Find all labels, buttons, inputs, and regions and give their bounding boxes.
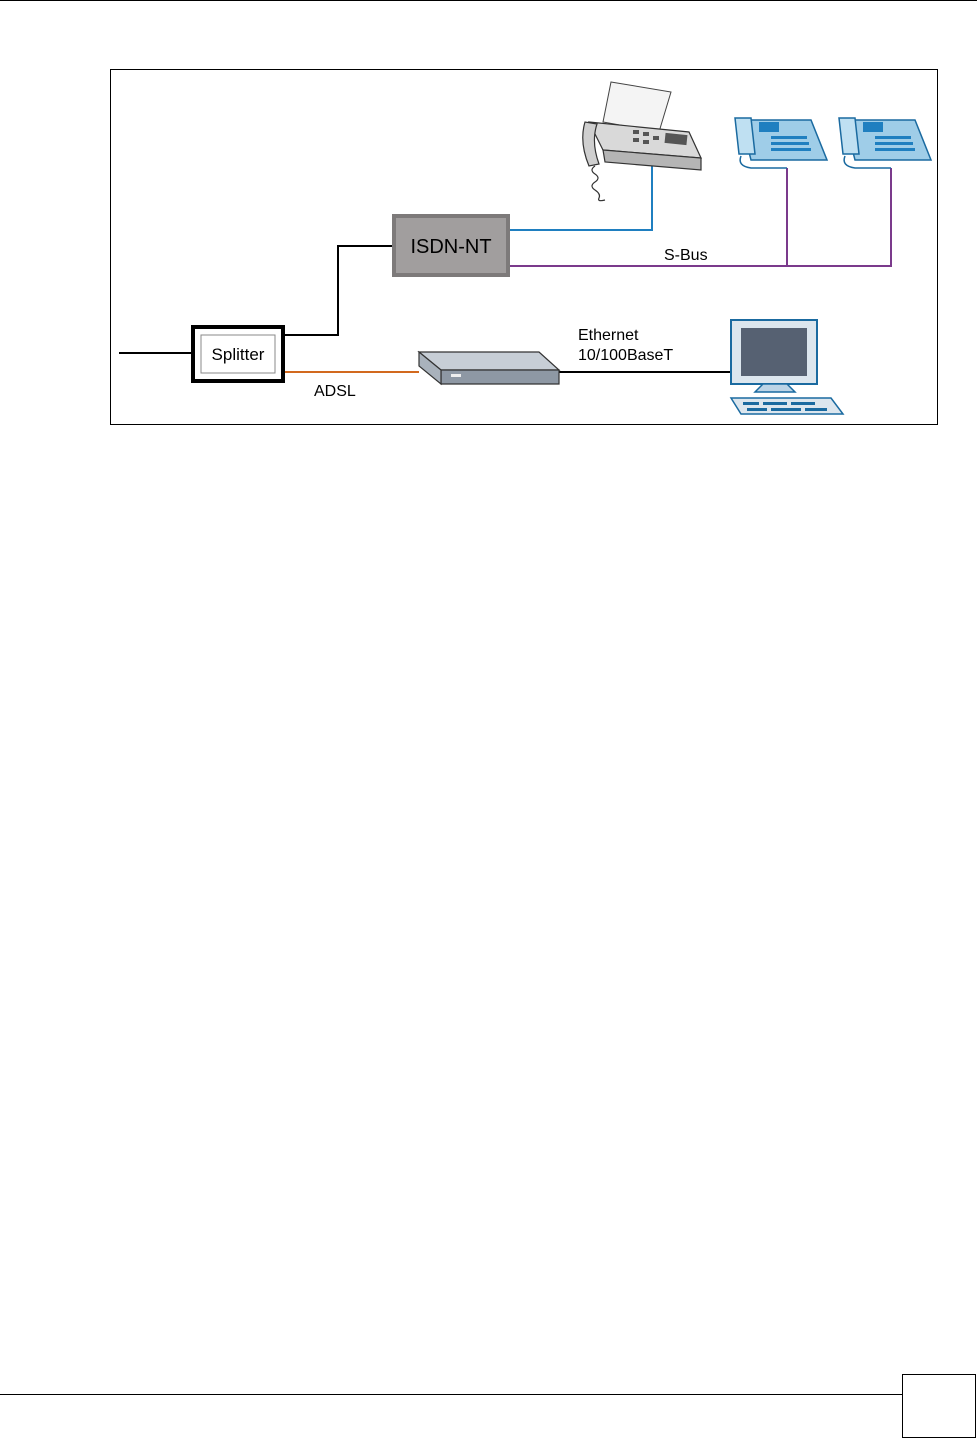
ethernet-label-line1: Ethernet (578, 327, 639, 344)
telephone-icon (839, 118, 931, 168)
fax-line (510, 163, 652, 230)
modem-router-icon (419, 352, 559, 384)
splitter-node: Splitter (193, 327, 283, 381)
footer-rule (0, 1394, 902, 1395)
telephone-icon (735, 118, 827, 168)
fax-machine-icon (583, 82, 701, 201)
ethernet-label-line2: 10/100BaseT (578, 347, 673, 364)
diagram-canvas: Splitter ISDN-NT S-Bus ADSL Ethernet 10/… (111, 70, 937, 424)
sbus-label: S-Bus (664, 247, 708, 264)
isdn-nt-label: ISDN-NT (410, 236, 491, 258)
isdn-nt-node: ISDN-NT (392, 214, 510, 277)
splitter-label: Splitter (212, 345, 265, 364)
network-diagram: Splitter ISDN-NT S-Bus ADSL Ethernet 10/… (110, 69, 938, 425)
page-number-box (902, 1374, 976, 1438)
computer-icon (731, 320, 843, 414)
splitter-to-isdn-line (283, 246, 393, 335)
header-rule (0, 0, 977, 1)
adsl-label: ADSL (314, 383, 356, 400)
